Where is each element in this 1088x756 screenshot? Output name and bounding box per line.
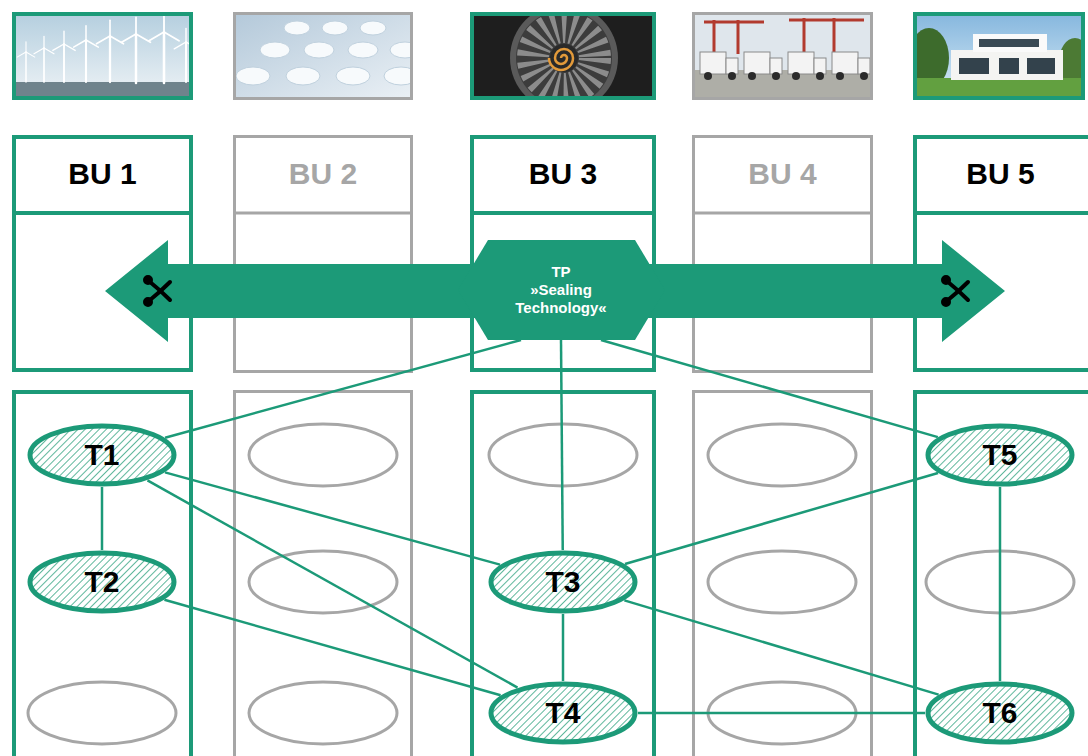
connector-line xyxy=(638,712,925,715)
business-unit-header: BU 3 xyxy=(470,135,656,213)
node-label: T4 xyxy=(545,695,580,731)
business-unit-header: BU 5 xyxy=(913,135,1088,213)
ellipse-shape xyxy=(491,684,635,742)
connector-line xyxy=(164,600,500,696)
node-label: BU 4 xyxy=(748,156,816,192)
connector-line xyxy=(999,487,1002,681)
transfer-band-arrow xyxy=(105,240,1005,342)
image-frame xyxy=(235,14,412,99)
connector-line xyxy=(601,340,938,437)
connector-line xyxy=(624,600,938,694)
image-frame xyxy=(915,14,1083,98)
technology-platform-hexagon: TP»Sealing Technology« xyxy=(458,240,665,340)
image-frame xyxy=(694,14,872,99)
ellipse-shape xyxy=(491,553,635,611)
empty-technology-ellipses xyxy=(28,424,1074,744)
image-frame xyxy=(14,14,191,98)
connector-line xyxy=(562,614,565,681)
node-label: T6 xyxy=(982,695,1017,731)
technology-ellipse: T1 xyxy=(27,423,177,487)
wind-turbine-photo xyxy=(14,14,198,98)
business-unit-header: BU 2 xyxy=(233,135,413,213)
node-label: BU 3 xyxy=(529,156,597,192)
business-unit-header: BU 1 xyxy=(12,135,193,213)
technology-ellipse: T2 xyxy=(27,550,177,614)
business-unit-cards xyxy=(14,137,1088,372)
house-photo xyxy=(909,14,1088,98)
hexagon-fill xyxy=(458,240,665,340)
technology-boxes xyxy=(14,392,1088,756)
technology-ellipse: T5 xyxy=(925,423,1075,487)
connector-line xyxy=(165,340,521,438)
scissors-icon xyxy=(943,277,968,305)
image-frame xyxy=(472,14,654,98)
node-label: T2 xyxy=(84,564,119,600)
scissors-icon xyxy=(145,277,170,305)
pill-blister-photo xyxy=(235,14,420,98)
technology-ellipse: T4 xyxy=(488,681,638,745)
node-label: BU 5 xyxy=(966,156,1034,192)
connector-line xyxy=(625,473,938,564)
connector-line xyxy=(101,487,104,550)
node-label: TP xyxy=(551,263,570,281)
ellipse-shape xyxy=(30,426,174,484)
node-label: BU 1 xyxy=(68,156,136,192)
node-label: BU 2 xyxy=(289,156,357,192)
ellipse-shape xyxy=(928,426,1072,484)
connector-line xyxy=(147,480,517,687)
node-label: »Sealing Technology« xyxy=(506,281,616,317)
node-label: T5 xyxy=(982,437,1017,473)
connector-line xyxy=(561,340,563,550)
jet-engine-photo xyxy=(472,4,654,112)
truck-port-photo xyxy=(694,14,871,98)
node-label: T1 xyxy=(84,437,119,473)
technology-ellipse: T3 xyxy=(488,550,638,614)
business-unit-header: BU 4 xyxy=(692,135,873,213)
technology-ellipse: T6 xyxy=(925,681,1075,745)
ellipse-shape xyxy=(928,684,1072,742)
node-label: T3 xyxy=(545,564,580,600)
ellipse-shape xyxy=(30,553,174,611)
